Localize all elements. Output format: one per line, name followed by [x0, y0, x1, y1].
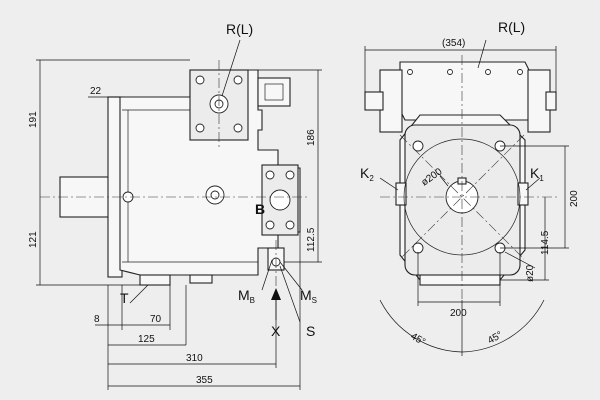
dim-121: 121 [28, 231, 39, 248]
label-k2-port: K2 [360, 165, 374, 183]
dim-dia-20: ø20 [525, 264, 536, 282]
bolt-hole [195, 123, 205, 133]
bolt-hole [265, 220, 275, 230]
label-k1-port: K1 [530, 165, 544, 183]
label-r-port-right: R(L) [498, 19, 525, 35]
label-mb-port: MB [238, 287, 255, 305]
k1-port [517, 182, 529, 206]
bolt-hole [285, 220, 295, 230]
bottom-boss-mid [189, 274, 213, 284]
dim-191: 191 [28, 111, 39, 128]
bottom-boss-left [139, 274, 171, 286]
angle-45-right: 45° [486, 330, 505, 347]
bolt-hole [233, 75, 243, 85]
angle-45-left: 45° [409, 331, 428, 348]
top-fitting [257, 77, 291, 107]
dim-200-vertical: 200 [569, 190, 580, 207]
dim-186: 186 [306, 129, 317, 146]
front-view [364, 55, 560, 300]
side-view [40, 60, 310, 290]
dim-112-5: 112.5 [306, 227, 317, 252]
mount-hole [412, 242, 424, 254]
b-port-hole [269, 189, 291, 211]
bolt-hole [265, 170, 275, 180]
dim-355: 355 [196, 375, 213, 386]
label-t-port: T [120, 290, 129, 306]
right-fitting [545, 91, 557, 111]
front-view-dimensions [364, 39, 569, 356]
bolt-hole [285, 170, 295, 180]
k2-port [395, 182, 407, 206]
dim-114-5: 114.5 [540, 230, 551, 255]
bottom-tab [419, 274, 501, 286]
label-r-port-left: R(L) [226, 21, 253, 37]
side-view-dimensions [36, 39, 322, 390]
label-s-port: S [306, 323, 315, 339]
bolt-hole [195, 75, 205, 85]
angle-arc-left [379, 299, 463, 353]
label-view-x: X [271, 323, 281, 339]
bolt-hole [233, 123, 243, 133]
left-fitting [364, 91, 384, 111]
dim-354: (354) [442, 38, 465, 49]
dim-8: 8 [94, 314, 100, 325]
top-housing [399, 61, 531, 121]
dim-22: 22 [90, 86, 102, 97]
view-x-arrow [271, 288, 281, 300]
dim-125: 125 [138, 334, 155, 345]
dim-200-horizontal: 200 [450, 308, 467, 319]
label-ms-port: MS [300, 287, 317, 305]
label-b-port: B [255, 201, 265, 217]
pump-housing [119, 69, 301, 276]
dim-310: 310 [186, 353, 203, 364]
angle-arc-right [461, 299, 545, 353]
mount-hole [412, 140, 424, 152]
dim-70: 70 [150, 314, 162, 325]
